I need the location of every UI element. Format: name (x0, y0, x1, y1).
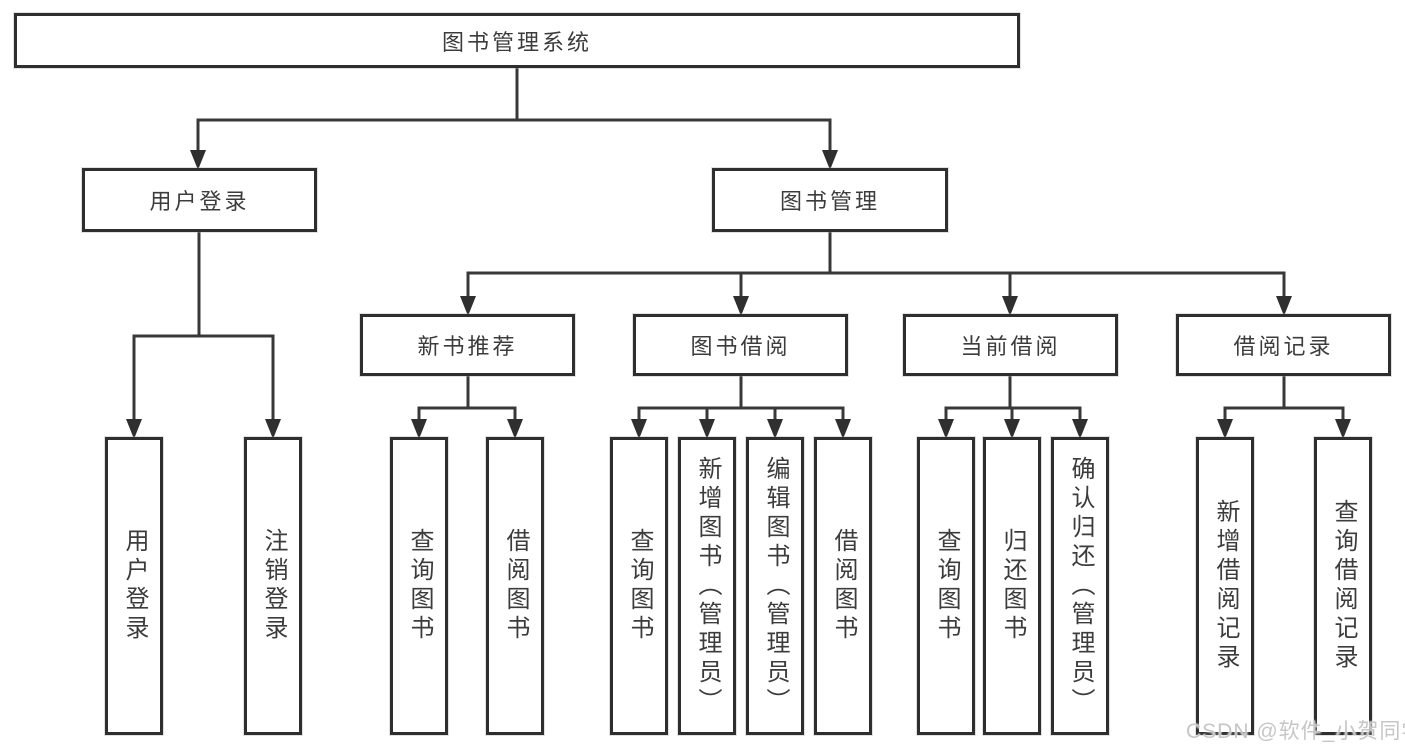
node-label: 借阅图书 (502, 528, 529, 644)
node-new-book-recommend: 新书推荐 (360, 314, 575, 376)
leaf-recommend-query-book: 查询图书 (390, 437, 448, 735)
node-label: 编辑图书（管理员） (762, 455, 789, 717)
leaf-user-login: 用户登录 (105, 437, 163, 735)
connector-book-borrow-to-leaves (631, 376, 851, 439)
node-library-management-system: 图书管理系统 (14, 13, 1020, 68)
leaf-query-borrow-record: 查询借阅记录 (1314, 437, 1372, 735)
leaf-logout: 注销登录 (244, 437, 302, 735)
node-label: 新增图书（管理员） (694, 455, 721, 717)
connector-borrow-records-to-leaves (1217, 376, 1351, 439)
node-user-login: 用户登录 (82, 168, 317, 232)
node-current-borrow: 当前借阅 (903, 314, 1118, 376)
node-label: 归还图书 (999, 528, 1026, 644)
node-label: 借阅记录 (1233, 334, 1334, 359)
leaf-current-query-book: 查询图书 (917, 437, 975, 735)
node-label: 新书推荐 (417, 334, 518, 359)
node-label: 查询图书 (626, 528, 653, 644)
leaf-add-borrow-record: 新增借阅记录 (1196, 437, 1254, 735)
node-label: 图书管理系统 (441, 29, 592, 55)
node-label: 当前借阅 (960, 334, 1061, 359)
node-label: 用户登录 (149, 189, 250, 214)
node-label: 借阅图书 (830, 528, 857, 644)
node-borrow-records: 借阅记录 (1176, 314, 1391, 376)
leaf-recommend-borrow-book: 借阅图书 (486, 437, 544, 735)
node-label: 查询图书 (933, 528, 960, 644)
leaf-borrow-borrow-book: 借阅图书 (814, 437, 872, 735)
csdn-watermark: CSDN @软件_小贺同学 (1186, 720, 1405, 743)
connector-current-borrow-to-leaves (938, 376, 1088, 439)
node-book-borrow: 图书借阅 (633, 314, 848, 376)
leaf-return-book: 归还图书 (983, 437, 1041, 735)
connector-user-login-to-leaves (126, 232, 281, 439)
connector-root-to-level2 (190, 68, 838, 170)
connector-new-book-recommend-to-leaves (411, 376, 523, 439)
leaf-confirm-return-admin: 确认归还（管理员） (1051, 437, 1109, 735)
connector-book-management-to-level3 (460, 232, 1292, 316)
node-label: 确认归还（管理员） (1067, 455, 1094, 717)
node-label: 注销登录 (260, 528, 287, 644)
node-label: 图书借阅 (690, 334, 791, 359)
node-label: 查询借阅记录 (1330, 499, 1357, 673)
leaf-edit-book-admin: 编辑图书（管理员） (746, 437, 804, 735)
node-book-management: 图书管理 (712, 168, 948, 232)
node-label: 图书管理 (779, 189, 880, 214)
leaf-borrow-query-book: 查询图书 (610, 437, 668, 735)
node-label: 用户登录 (121, 528, 148, 644)
leaf-add-book-admin: 新增图书（管理员） (678, 437, 736, 735)
node-label: 查询图书 (406, 528, 433, 644)
node-label: 新增借阅记录 (1212, 499, 1239, 673)
